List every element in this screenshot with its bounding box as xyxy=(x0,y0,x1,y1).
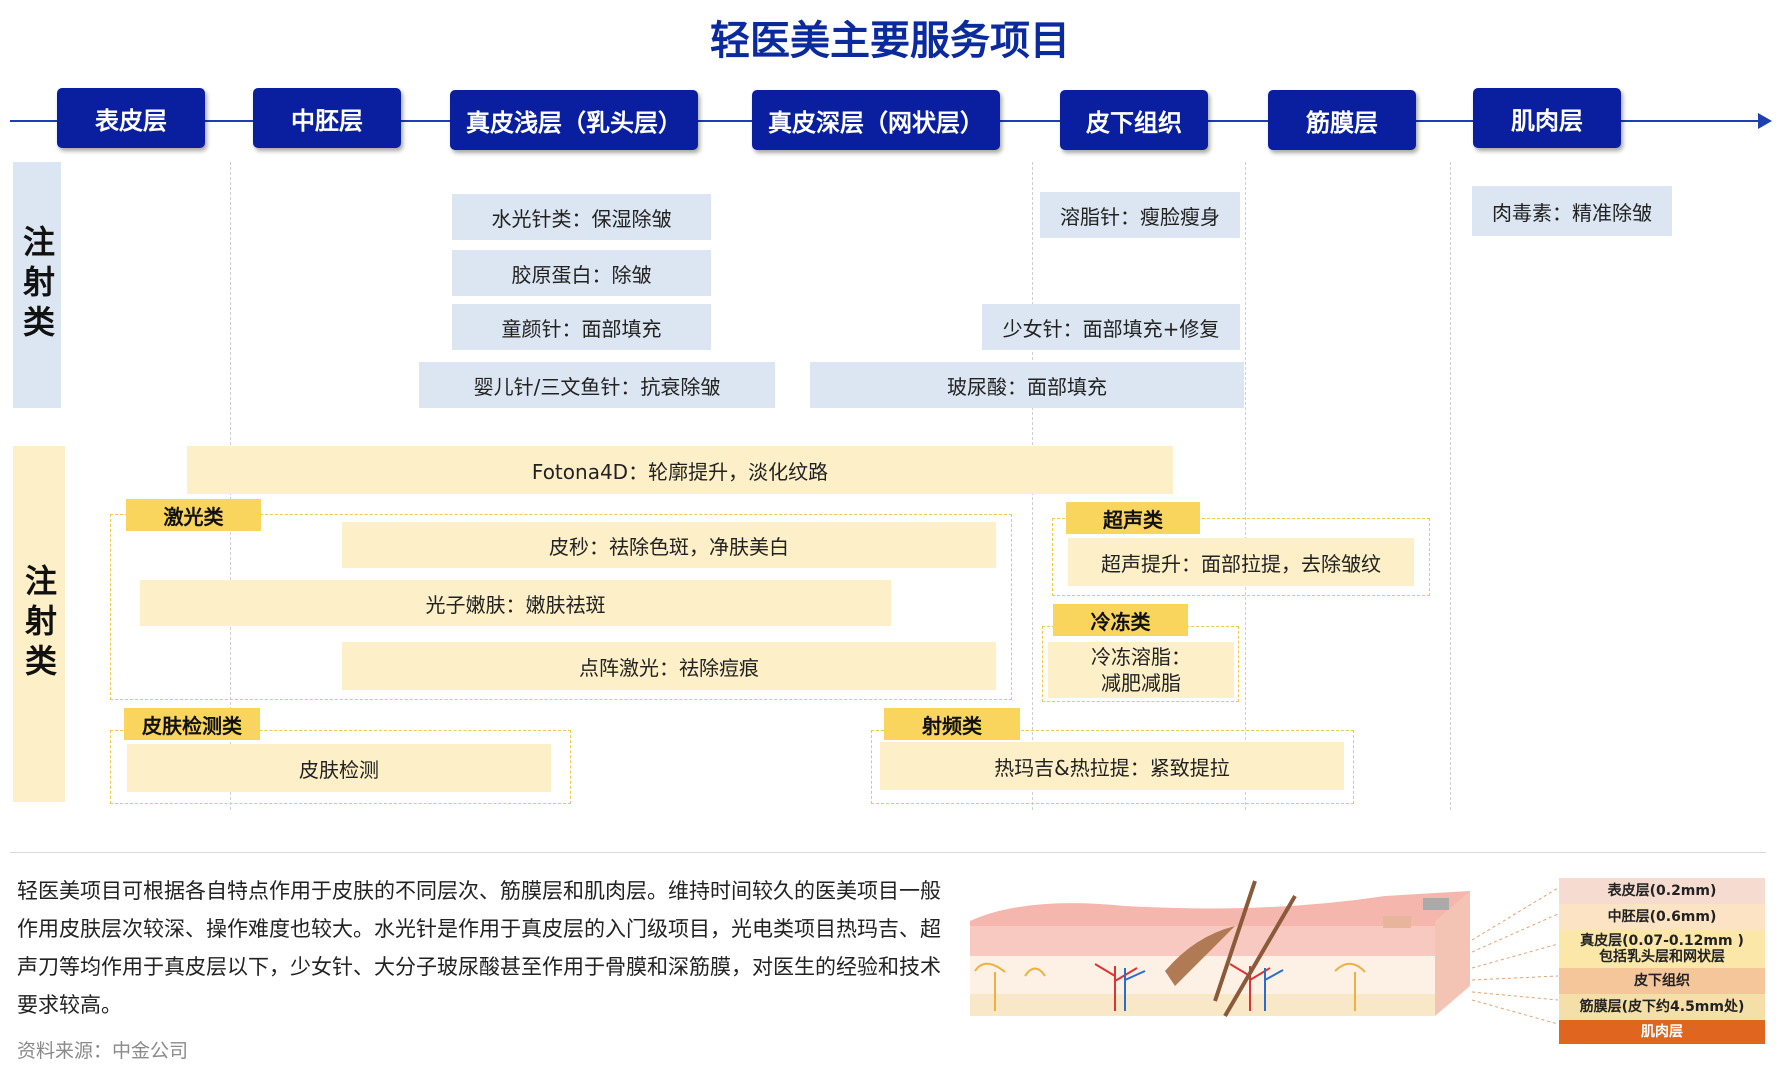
item-baby-needle: 婴儿针/三文鱼针：抗衰除皱 xyxy=(419,362,775,408)
layer-epidermis: 表皮层 xyxy=(57,88,205,148)
item-cryolipolysis: 冷冻溶脂： 减肥减脂 xyxy=(1048,642,1234,698)
category-injection-label: 注射类 xyxy=(18,225,56,345)
group-laser xyxy=(110,514,1012,700)
legend-epidermis: 表皮层(0.2mm) xyxy=(1559,878,1765,904)
axis-arrow-icon xyxy=(1758,113,1772,129)
tag-skin-test: 皮肤检测类 xyxy=(124,708,260,740)
group-rf xyxy=(871,730,1354,804)
skin-cross-section-illustration xyxy=(970,880,1470,1018)
layer-papillary-dermis: 真皮浅层（乳头层） xyxy=(450,90,698,150)
item-picosecond: 皮秒：祛除色斑，净肤美白 xyxy=(342,522,996,568)
item-cryolipolysis-line2: 减肥减脂 xyxy=(1101,671,1181,695)
item-thermage: 热玛吉&热拉提：紧致提拉 xyxy=(880,742,1344,790)
legend-dermis-label: 真皮层(0.07-0.12mm ) xyxy=(1580,933,1744,949)
item-hyaluronic-acid: 玻尿酸：面部填充 xyxy=(810,362,1244,408)
item-sculptra: 童颜针：面部填充 xyxy=(452,304,711,350)
item-hydra-needle: 水光针类：保湿除皱 xyxy=(452,194,711,240)
item-ipl: 光子嫩肤：嫩肤祛斑 xyxy=(140,580,891,626)
legend-muscle-label: 肌肉层 xyxy=(1641,1024,1683,1040)
item-skin-test: 皮肤检测 xyxy=(127,744,551,792)
item-ellanse: 少女针：面部填充+修复 xyxy=(982,304,1240,350)
layer-mesoderm: 中胚层 xyxy=(253,88,401,148)
legend-dermis: 真皮层(0.07-0.12mm ) 包括乳头层和网状层 xyxy=(1559,930,1765,968)
layer-muscle: 肌肉层 xyxy=(1473,88,1621,148)
item-collagen: 胶原蛋白：除皱 xyxy=(452,250,711,296)
layer-reticular-dermis: 真皮深层（网状层） xyxy=(752,90,1000,150)
page-title: 轻医美主要服务项目 xyxy=(710,18,1070,64)
item-cryolipolysis-line1: 冷冻溶脂： xyxy=(1091,645,1191,669)
group-ultrasound xyxy=(1052,518,1430,596)
tag-rf: 射频类 xyxy=(884,708,1020,740)
category-device: 注射类 xyxy=(13,446,65,802)
tag-ultrasound: 超声类 xyxy=(1066,502,1200,534)
item-lipolysis-needle: 溶脂针：瘦脸瘦身 xyxy=(1040,192,1240,238)
category-device-label: 注射类 xyxy=(20,564,58,684)
item-ultrasound-lift: 超声提升：面部拉提，去除皱纹 xyxy=(1068,538,1414,586)
legend-mesoderm: 中胚层(0.6mm) xyxy=(1559,904,1765,930)
item-fotona4d: Fotona4D：轮廓提升，淡化纹路 xyxy=(187,446,1173,494)
legend-connector-lines xyxy=(1472,887,1559,1025)
category-injection: 注射类 xyxy=(13,162,61,408)
layer-fascia: 筋膜层 xyxy=(1268,90,1416,150)
layer-divider xyxy=(1245,162,1246,810)
legend-fascia: 筋膜层(皮下约4.5mm处) xyxy=(1559,994,1765,1020)
legend-epidermis-label: 表皮层(0.2mm) xyxy=(1607,883,1717,899)
group-skin-test xyxy=(110,730,571,804)
layer-divider xyxy=(1450,162,1451,810)
legend-dermis-sublabel: 包括乳头层和网状层 xyxy=(1599,949,1725,965)
source-note: 资料来源：中金公司 xyxy=(17,1040,189,1062)
legend-muscle: 肌肉层 xyxy=(1559,1020,1765,1044)
tag-cryo: 冷冻类 xyxy=(1053,604,1188,636)
item-fractional-laser: 点阵激光：祛除痘痕 xyxy=(342,642,996,690)
legend-subcutaneous-label: 皮下组织 xyxy=(1634,973,1690,989)
tag-laser: 激光类 xyxy=(126,499,261,531)
item-botox: 肉毒素：精准除皱 xyxy=(1472,186,1672,236)
layer-subcutaneous: 皮下组织 xyxy=(1060,90,1208,150)
description-text: 轻医美项目可根据各自特点作用于皮肤的不同层次、筋膜层和肌肉层。维持时间较久的医美… xyxy=(17,879,941,1017)
legend-mesoderm-label: 中胚层(0.6mm) xyxy=(1607,909,1717,925)
section-separator xyxy=(10,852,1766,853)
legend-subcutaneous: 皮下组织 xyxy=(1559,968,1765,994)
legend-fascia-label: 筋膜层(皮下约4.5mm处) xyxy=(1579,999,1745,1015)
